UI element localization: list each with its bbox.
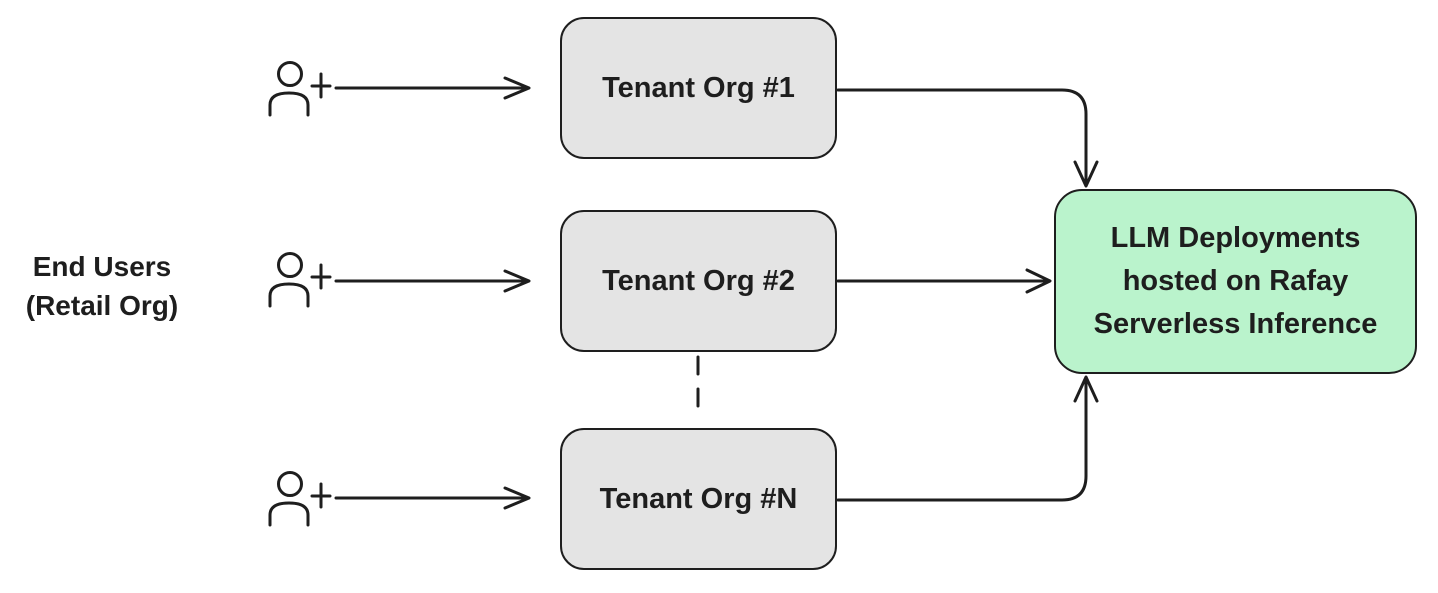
arrow-user-to-tenant-n [334,486,531,510]
arrow-tenant-2-to-llm [836,268,1052,294]
llm-deployments-label-line1: LLM Deployments [1110,222,1361,254]
end-users-label: End Users (Retail Org) [6,247,198,325]
llm-deployments-label-line2: hosted on Rafay [1122,265,1349,297]
tenant-org-2-label: Tenant Org #2 [602,264,795,297]
arrow-tenant-1-to-llm [836,88,1099,188]
end-users-label-line1: End Users [32,251,172,282]
user-plus-icon [268,61,332,117]
tenant-org-1-label: Tenant Org #1 [602,71,795,104]
user-plus-icon [268,471,332,527]
user-plus-icon [268,252,332,308]
tenant-org-2-node: Tenant Org #2 [560,210,837,352]
llm-deployments-label: LLM Deployments hosted on Rafay Serverle… [1094,217,1378,346]
llm-deployments-node: LLM Deployments hosted on Rafay Serverle… [1054,189,1417,374]
tenant-org-n-node: Tenant Org #N [560,428,837,570]
arrow-user-to-tenant-2 [334,269,531,293]
tenant-org-1-node: Tenant Org #1 [560,17,837,159]
end-users-label-line2: (Retail Org) [25,290,179,321]
arrow-tenant-n-to-llm [836,375,1099,502]
arrow-user-to-tenant-1 [334,76,531,100]
tenant-org-n-label: Tenant Org #N [599,482,798,515]
llm-deployments-label-line3: Serverless Inference [1093,308,1378,340]
